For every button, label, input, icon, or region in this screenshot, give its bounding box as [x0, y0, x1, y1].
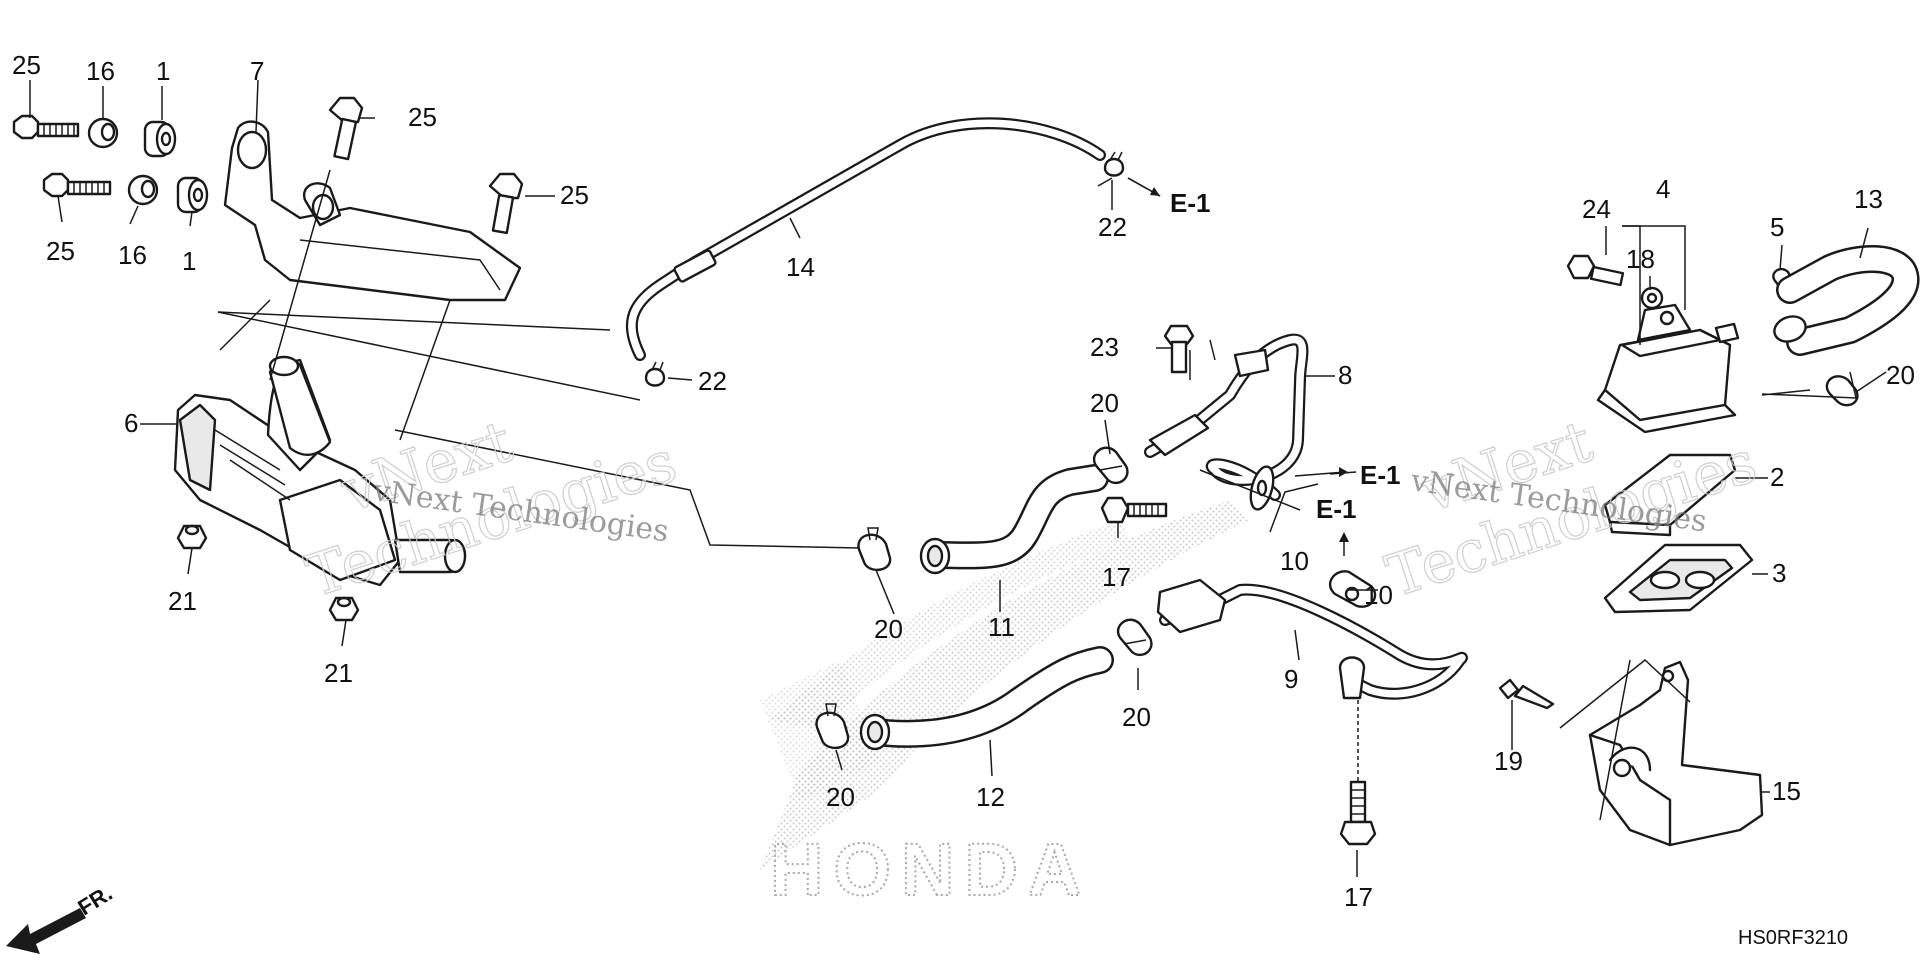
front-arrow-icon	[6, 908, 86, 954]
clip-22-upper	[1103, 151, 1125, 177]
callout-19: 19	[1494, 746, 1523, 776]
callout-25: 25	[560, 180, 589, 210]
bolt-25-bracket-a	[328, 96, 364, 161]
pipe-9	[1156, 578, 1468, 782]
bolt-25-top-left	[12, 114, 80, 140]
callout-16: 16	[86, 56, 115, 86]
clip-19	[1498, 678, 1555, 710]
callout-3: 3	[1772, 558, 1786, 588]
bracket-7	[223, 120, 522, 302]
grommet-1-bottom	[176, 176, 209, 214]
nut-21-lower	[328, 596, 360, 622]
callout-1: 1	[156, 56, 170, 86]
filter-body-6	[173, 355, 467, 587]
callout-12: 12	[976, 782, 1005, 812]
grommet-1-top	[143, 120, 177, 158]
bolt-17-lower	[1339, 780, 1377, 846]
hose-13	[1773, 245, 1920, 356]
pipe-8	[1144, 333, 1309, 501]
tube-14	[625, 117, 1106, 361]
guard-15	[1588, 660, 1764, 847]
clamp-20-e	[1825, 375, 1859, 407]
callout-7: 7	[250, 56, 264, 86]
callout-4: 4	[1656, 174, 1670, 204]
callout-22: 22	[1098, 212, 1127, 242]
callout-1: 1	[182, 246, 196, 276]
nut-21-upper	[176, 524, 208, 550]
bolt-25-mid-left	[42, 172, 112, 198]
callout-2: 2	[1770, 462, 1784, 492]
callout-labels: 25 16 1 7 25 25 25 16 1 6 21 21 14 22 22…	[12, 50, 1915, 912]
callout-11: 11	[988, 612, 1015, 642]
diagram-code: HS0RF3210	[1738, 927, 1848, 949]
reference-e1-top: E-1	[1170, 188, 1210, 218]
front-direction-indicator: FR.	[6, 880, 117, 954]
callout-25: 25	[408, 102, 437, 132]
washer-18	[1640, 286, 1664, 310]
callout-21: 21	[324, 658, 353, 688]
reference-e1-middle: E-1	[1360, 460, 1400, 490]
callout-22: 22	[698, 366, 727, 396]
callout-25: 25	[46, 236, 75, 266]
callout-15: 15	[1772, 776, 1801, 806]
bolt-23	[1163, 324, 1195, 374]
callout-6: 6	[124, 408, 138, 438]
callout-17: 17	[1344, 882, 1373, 912]
callout-20: 20	[874, 614, 903, 644]
honda-logo-text: HONDA	[770, 828, 1091, 911]
callout-24: 24	[1582, 194, 1611, 224]
callout-5: 5	[1770, 212, 1784, 242]
callout-18: 18	[1626, 244, 1655, 274]
reference-arrows	[1127, 177, 1349, 556]
callout-21: 21	[168, 586, 197, 616]
bolt-17-upper	[1100, 496, 1168, 524]
callout-16: 16	[118, 240, 147, 270]
callout-20: 20	[1886, 360, 1915, 390]
callout-8: 8	[1338, 360, 1352, 390]
seal-3	[1603, 543, 1754, 614]
bolt-24	[1566, 254, 1625, 287]
clamp-20-c	[1116, 618, 1153, 657]
callout-20: 20	[1122, 702, 1151, 732]
callout-14: 14	[786, 252, 815, 282]
callout-23: 23	[1090, 332, 1119, 362]
washer-16-bottom	[127, 174, 159, 206]
reference-labels: E-1 E-1 E-1	[1170, 188, 1400, 524]
callout-13: 13	[1854, 184, 1883, 214]
callout-25: 25	[12, 50, 41, 80]
clamp-20-d	[815, 703, 850, 749]
solenoid-valve-4	[1596, 303, 1740, 434]
callout-20: 20	[826, 782, 855, 812]
clamp-20-b	[857, 527, 892, 571]
callout-10: 10	[1280, 546, 1309, 576]
watermark: vNext Technologies	[298, 406, 685, 611]
reference-e1-lower: E-1	[1316, 494, 1356, 524]
gasket-10-lower	[1328, 570, 1377, 608]
cover-2	[1603, 453, 1737, 537]
leader-lines	[29, 79, 1887, 877]
hose-11	[919, 464, 1109, 575]
washer-16-top	[87, 117, 119, 149]
bolt-25-bracket-b	[488, 172, 524, 235]
hose-12	[859, 646, 1114, 751]
gasket-10-upper	[1249, 465, 1275, 511]
clip-22-lower	[644, 361, 666, 387]
callout-17: 17	[1102, 562, 1131, 592]
callout-10: 10	[1364, 580, 1393, 610]
clamp-20-a	[1092, 446, 1129, 485]
callout-20: 20	[1090, 388, 1119, 418]
callout-9: 9	[1284, 664, 1298, 694]
